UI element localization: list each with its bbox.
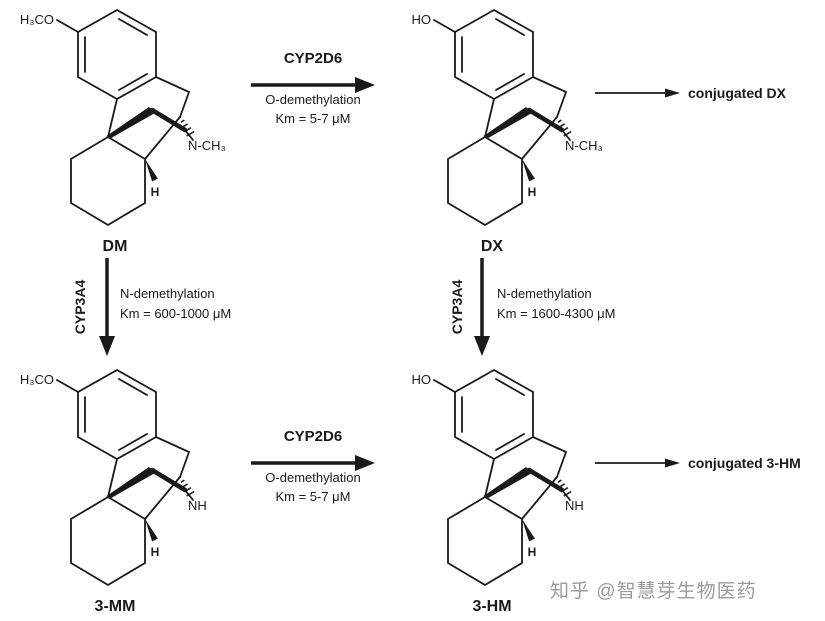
reaction-arrow-3mm-to-3hm <box>251 455 375 471</box>
enzyme-label-dm-dx: CYP2D6 <box>283 50 343 67</box>
arrow-head <box>665 88 680 98</box>
reaction-type-dx-3hm: N-demethylation <box>497 286 592 301</box>
wedge-bonds <box>483 107 535 182</box>
hashed-bond <box>180 479 195 497</box>
enzyme-label-dx-3hm: CYP3A4 <box>449 279 465 335</box>
stereo-h-label: H <box>151 185 160 199</box>
structure-dx: HO N-CH₃ H DX <box>382 0 612 260</box>
stereo-h-label: H <box>528 185 537 199</box>
structure-name: 3-HM <box>472 598 511 615</box>
km-label-dm-dx: Km = 5-7 μM <box>275 111 351 126</box>
substituent-label: H₃CO <box>20 12 54 27</box>
reaction-arrow-dx-to-3hm <box>474 258 490 356</box>
structure-dm: H₃CO N-CH₃ H DM <box>5 0 235 260</box>
conjugation-arrow-dx <box>595 88 680 98</box>
hashed-bond <box>557 119 572 137</box>
hashed-bond <box>180 119 195 137</box>
bond-lines <box>56 368 194 587</box>
km-label-dx-3hm: Km = 1600-4300 μM <box>497 306 616 321</box>
wedge-bonds <box>483 467 535 542</box>
morphinan-skeleton: HO N-CH₃ H DX <box>412 8 603 255</box>
wedge-bonds <box>106 107 158 182</box>
amine-label: N-CH₃ <box>188 138 226 153</box>
arrow-head <box>355 77 375 93</box>
arrow-head <box>355 455 375 471</box>
conjugated-3hm-label: conjugated 3-HM <box>688 455 801 471</box>
substituent-label: H₃CO <box>20 372 54 387</box>
morphinan-skeleton: HO NH H 3-HM <box>412 368 584 615</box>
reaction-type-3mm-3hm: O-demethylation <box>265 470 361 485</box>
structure-name: DM <box>103 238 128 255</box>
structure-3mm: H₃CO NH H 3-MM <box>5 360 235 620</box>
wedge-bonds <box>106 467 158 542</box>
amine-label: N-CH₃ <box>565 138 603 153</box>
stereo-h-label: H <box>151 545 160 559</box>
structure-name: 3-MM <box>95 598 136 615</box>
conjugated-dx-label: conjugated DX <box>688 85 787 101</box>
substituent-label: HO <box>412 12 432 27</box>
structure-3hm: HO NH H 3-HM <box>382 360 612 620</box>
arrow-head <box>665 458 680 468</box>
morphinan-skeleton: H₃CO N-CH₃ H DM <box>20 8 226 255</box>
reaction-arrow-dm-to-dx <box>251 77 375 93</box>
bond-lines <box>56 8 194 227</box>
amine-label: NH <box>188 498 207 513</box>
enzyme-label-dm-3mm: CYP3A4 <box>72 279 88 335</box>
morphinan-skeleton: H₃CO NH H 3-MM <box>20 368 207 615</box>
structure-name: DX <box>481 238 504 255</box>
bond-lines <box>433 368 571 587</box>
km-label-3mm-3hm: Km = 5-7 μM <box>275 489 351 504</box>
conjugation-arrow-3hm <box>595 458 680 468</box>
zhihu-watermark: 知乎 @智慧芽生物医药 <box>550 581 757 602</box>
substituent-label: HO <box>412 372 432 387</box>
reaction-arrow-dm-to-3mm <box>99 258 115 356</box>
km-label-dm-3mm: Km = 600-1000 μM <box>120 306 232 321</box>
bond-lines <box>433 8 571 227</box>
amine-label: NH <box>565 498 584 513</box>
hashed-bond <box>557 479 572 497</box>
arrow-head <box>99 336 115 356</box>
reaction-type-dm-3mm: N-demethylation <box>120 286 215 301</box>
stereo-h-label: H <box>528 545 537 559</box>
arrow-head <box>474 336 490 356</box>
reaction-type-dm-dx: O-demethylation <box>265 92 361 107</box>
enzyme-label-3mm-3hm: CYP2D6 <box>283 428 343 445</box>
